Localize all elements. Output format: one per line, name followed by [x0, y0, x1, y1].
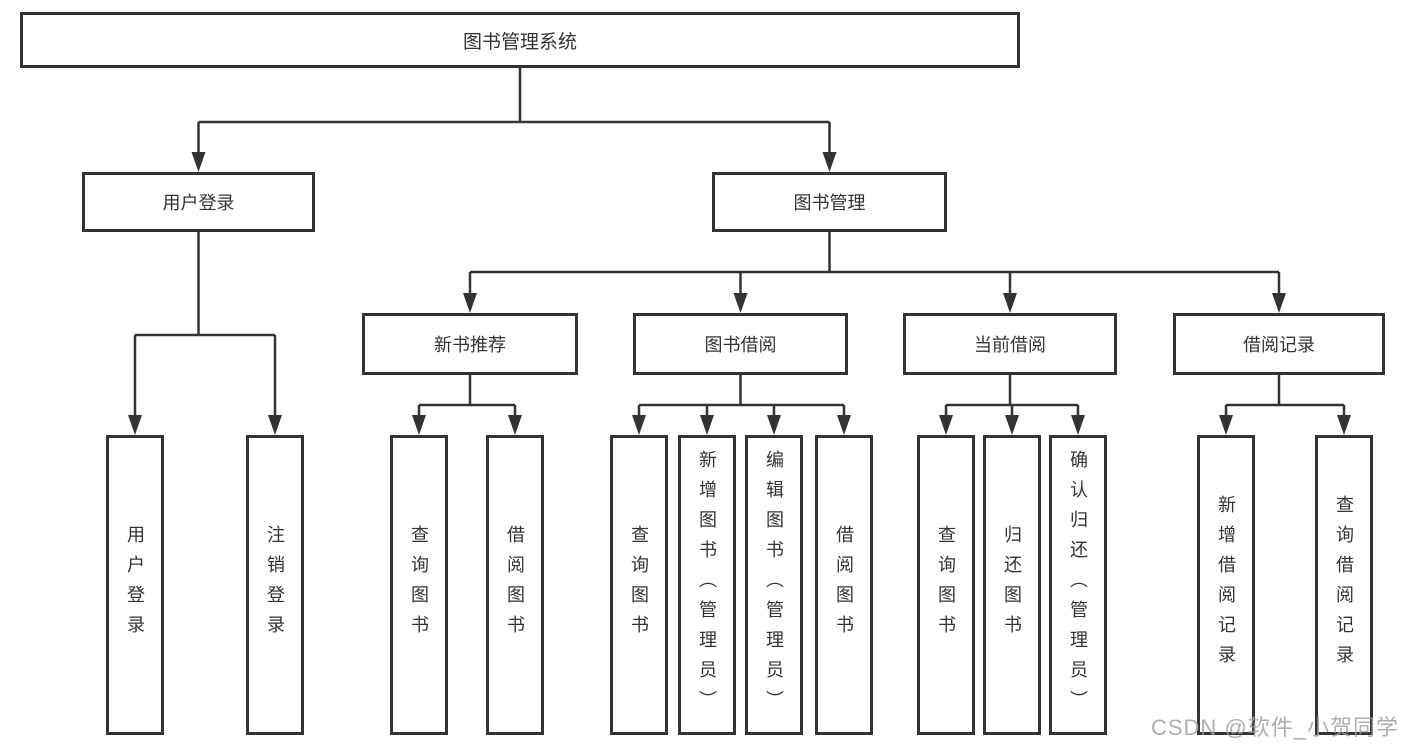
leaf-add-book-admin: 新增图书（管理员） — [678, 435, 736, 735]
node-book-borrow-label: 图书借阅 — [704, 335, 777, 355]
node-borrow-record: 借阅记录 — [1173, 313, 1385, 375]
leaf-borrow-book: 借阅图书 — [815, 435, 873, 735]
leaf-user-login: 用户登录 — [106, 435, 164, 735]
node-new-book-recommend-label: 新书推荐 — [434, 335, 506, 355]
node-borrow-record-label: 借阅记录 — [1243, 335, 1315, 355]
leaf-logout: 注销登录 — [246, 435, 304, 735]
node-root: 图书管理系统 — [20, 12, 1020, 68]
node-root-label: 图书管理系统 — [462, 31, 577, 53]
node-book-management: 图书管理 — [712, 172, 947, 232]
leaf-query-borrow-record: 查询借阅记录 — [1315, 435, 1373, 735]
leaf-query-book-current-label: 查询图书 — [936, 525, 956, 645]
node-current-borrow-label: 当前借阅 — [974, 335, 1046, 355]
leaf-return-book-label: 归还图书 — [1002, 525, 1022, 645]
node-user-login-label: 用户登录 — [162, 193, 235, 213]
leaf-borrow-book-label: 借阅图书 — [834, 525, 854, 645]
leaf-query-book-borrow-label: 查询图书 — [629, 525, 649, 645]
node-current-borrow: 当前借阅 — [903, 313, 1117, 375]
leaf-edit-book-admin: 编辑图书（管理员） — [745, 435, 803, 735]
leaf-confirm-return-admin-label: 确认归还（管理员） — [1068, 450, 1088, 720]
leaf-user-login-label: 用户登录 — [125, 525, 145, 645]
leaf-logout-label: 注销登录 — [265, 525, 285, 645]
leaf-borrow-book-recommend-label: 借阅图书 — [505, 525, 525, 645]
node-book-borrow: 图书借阅 — [633, 313, 848, 375]
leaf-return-book: 归还图书 — [983, 435, 1041, 735]
leaf-query-book-current: 查询图书 — [917, 435, 975, 735]
leaf-edit-book-admin-label: 编辑图书（管理员） — [764, 450, 784, 720]
node-new-book-recommend: 新书推荐 — [362, 313, 578, 375]
csdn-watermark: CSDN @软件_小贺同学 — [1150, 715, 1399, 740]
leaf-confirm-return-admin: 确认归还（管理员） — [1049, 435, 1107, 735]
leaf-add-borrow-record: 新增借阅记录 — [1197, 435, 1255, 735]
leaf-borrow-book-recommend: 借阅图书 — [486, 435, 544, 735]
leaf-query-book-recommend: 查询图书 — [390, 435, 448, 735]
leaf-add-book-admin-label: 新增图书（管理员） — [697, 450, 717, 720]
node-user-login: 用户登录 — [82, 172, 315, 232]
leaf-query-borrow-record-label: 查询借阅记录 — [1334, 495, 1354, 675]
leaf-add-borrow-record-label: 新增借阅记录 — [1216, 495, 1236, 675]
leaf-query-book-recommend-label: 查询图书 — [409, 525, 429, 645]
leaf-query-book-borrow: 查询图书 — [610, 435, 668, 735]
node-book-management-label: 图书管理 — [793, 193, 866, 213]
